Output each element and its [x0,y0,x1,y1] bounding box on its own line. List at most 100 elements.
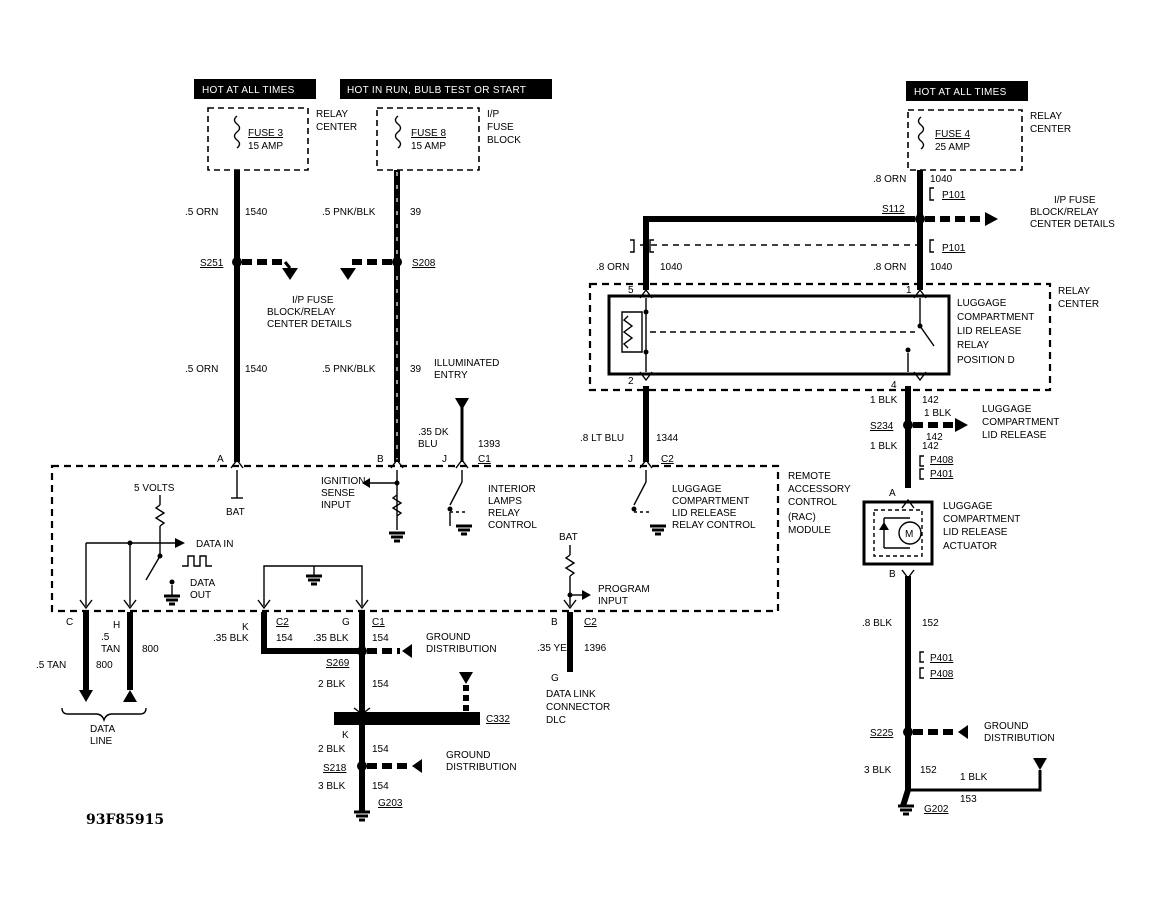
diagram-label: HOT AT ALL TIMES [202,85,295,96]
diagram-label: REMOTE [788,471,831,482]
diagram-label: PROGRAM [598,584,650,595]
wire-152: .8 BLK 152 P401 P408 S225 GROUND DISTRIB… [862,569,1055,816]
diagram-label: LUGGAGE [957,298,1007,309]
diagram-label: LUGGAGE [943,501,993,512]
wire-1540: .5 ORN 1540 S251 .5 ORN 1540 [185,170,298,462]
diagram-label: 1393 [478,439,501,450]
diagram-label: P408 [930,669,954,680]
fuse-4-block: FUSE 4 25 AMP RELAY CENTER [907,109,1071,171]
diagram-label: 5 [628,285,634,296]
diagram-label: C1 [478,454,491,465]
ground-g203: G203 [378,798,403,809]
fuse-8-name: FUSE 8 [411,128,446,139]
diagram-label: CONTROL [788,497,837,508]
diagram-label: BLOCK [487,135,521,146]
diagram-label: 1540 [245,207,268,218]
diagram-label: RELAY [1058,286,1090,297]
diagram-label: 152 [922,618,939,629]
diagram-label: COMPARTMENT [672,496,749,507]
diagram-label: 800 [96,660,113,671]
diagram-label: DATA LINK [546,689,596,700]
diagram-label: 154 [276,633,293,644]
wire-39: .5 PNK/BLK 39 S208 .5 PNK/BLK 39 [322,170,436,462]
diagram-label: C2 [276,617,289,628]
ground-g202: G202 [924,804,949,815]
splice-s208: S208 [412,258,436,269]
diagram-label: 5 VOLTS [134,483,175,494]
fuse-8-amp: 15 AMP [411,141,446,152]
rac-data-circuit: 5 VOLTS DATA IN DATA OUT [79,483,233,610]
diagram-label: HOT IN RUN, BULB TEST OR START [347,85,526,96]
diagram-label: I/P [487,109,500,120]
diagram-label: LUGGAGE [672,484,722,495]
diagram-label: C [66,617,73,628]
diagram-label: CONNECTOR [546,702,610,713]
fuse-3-amp: 15 AMP [248,141,283,152]
diagram-label: CENTER [1030,124,1071,135]
diagram-label: 1 [906,285,912,296]
rac-module: REMOTE ACCESSORY CONTROL (RAC) MODULE [50,464,851,613]
diagram-label: P101 [942,190,966,201]
diagram-label: ENTRY [434,370,468,381]
diagram-label: 154 [372,781,389,792]
diagram-label: B [889,569,896,580]
fuse-3-block: FUSE 3 15 AMP RELAY CENTER [207,107,357,171]
diagram-label: LUGGAGE [982,404,1032,415]
diagram-label: .8 BLK [862,618,892,629]
diagram-label: RELAY [488,508,520,519]
diagram-label: 142 [926,432,943,443]
diagram-label: B [377,454,384,465]
diagram-label: IGNITION [321,476,365,487]
diagram-label: 154 [372,633,389,644]
diagram-label: .8 LT BLU [580,433,624,444]
diagram-label: RELAY CONTROL [672,520,756,531]
diagram-label: C2 [584,617,597,628]
rac-interior-lamps-control: INTERIOR LAMPS RELAY CONTROL [447,470,537,536]
header-hot-left: HOT AT ALL TIMES [194,79,316,99]
diagram-label: J [628,454,633,465]
diagram-label: 153 [960,794,977,805]
diagram-label: 2 BLK [318,679,346,690]
diagram-label: 1 BLK [960,772,988,783]
connector-c332-bar [334,712,480,725]
diagram-label: BAT [226,507,245,518]
diagram-label: INPUT [321,500,351,511]
diagram-label: .5 ORN [185,207,218,218]
diagram-label: LID RELEASE [943,527,1008,538]
diagram-label: MODULE [788,525,831,536]
diagram-label: CONTROL [488,520,537,531]
diagram-label: G [342,617,350,628]
diagram-label: LINE [90,736,113,747]
diagram-label: H [113,620,120,631]
diagram-label: LAMPS [488,496,522,507]
diagram-label: 1540 [245,364,268,375]
diagram-label: P401 [930,653,954,664]
diagram-label: 3 BLK [864,765,892,776]
diagram-label: POSITION D [957,355,1015,366]
rac-luggage-relay-control: LUGGAGE COMPARTMENT LID RELEASE RELAY CO… [631,470,756,536]
diagram-label: 1396 [584,643,607,654]
diagram-label: A [217,454,224,465]
diagram-label: 800 [142,644,159,655]
diagram-label: (RAC) [788,512,816,523]
fuse-4-name: FUSE 4 [935,129,970,140]
diagram-label: GROUND [446,750,490,761]
splice-s112: S112 [882,204,905,215]
diagram-label: G [551,673,559,684]
diagram-label: .5 [101,632,110,643]
data-line-wires: C H .5 TAN 800 .5 TAN 800 DATA LINE [36,612,159,747]
diagram-label: INPUT [598,596,628,607]
diagram-label: K [342,730,349,741]
diagram-label: 3 BLK [318,781,346,792]
diagram-label: A [889,488,896,499]
diagram-label: COMPARTMENT [982,417,1059,428]
fuse-8-block: FUSE 8 15 AMP I/P FUSE BLOCK [376,107,521,171]
splice-s234: S234 [870,421,894,432]
diagram-label: GROUND [984,721,1028,732]
diagram-label: .8 ORN [596,262,629,273]
diagram-label: COMPARTMENT [943,514,1020,525]
diagram-label: .5 PNK/BLK [322,364,376,375]
actuator-box: M LUGGAGE COMPARTMENT LID RELEASE ACTUAT… [862,500,1020,580]
diagram-label: P401 [930,469,954,480]
